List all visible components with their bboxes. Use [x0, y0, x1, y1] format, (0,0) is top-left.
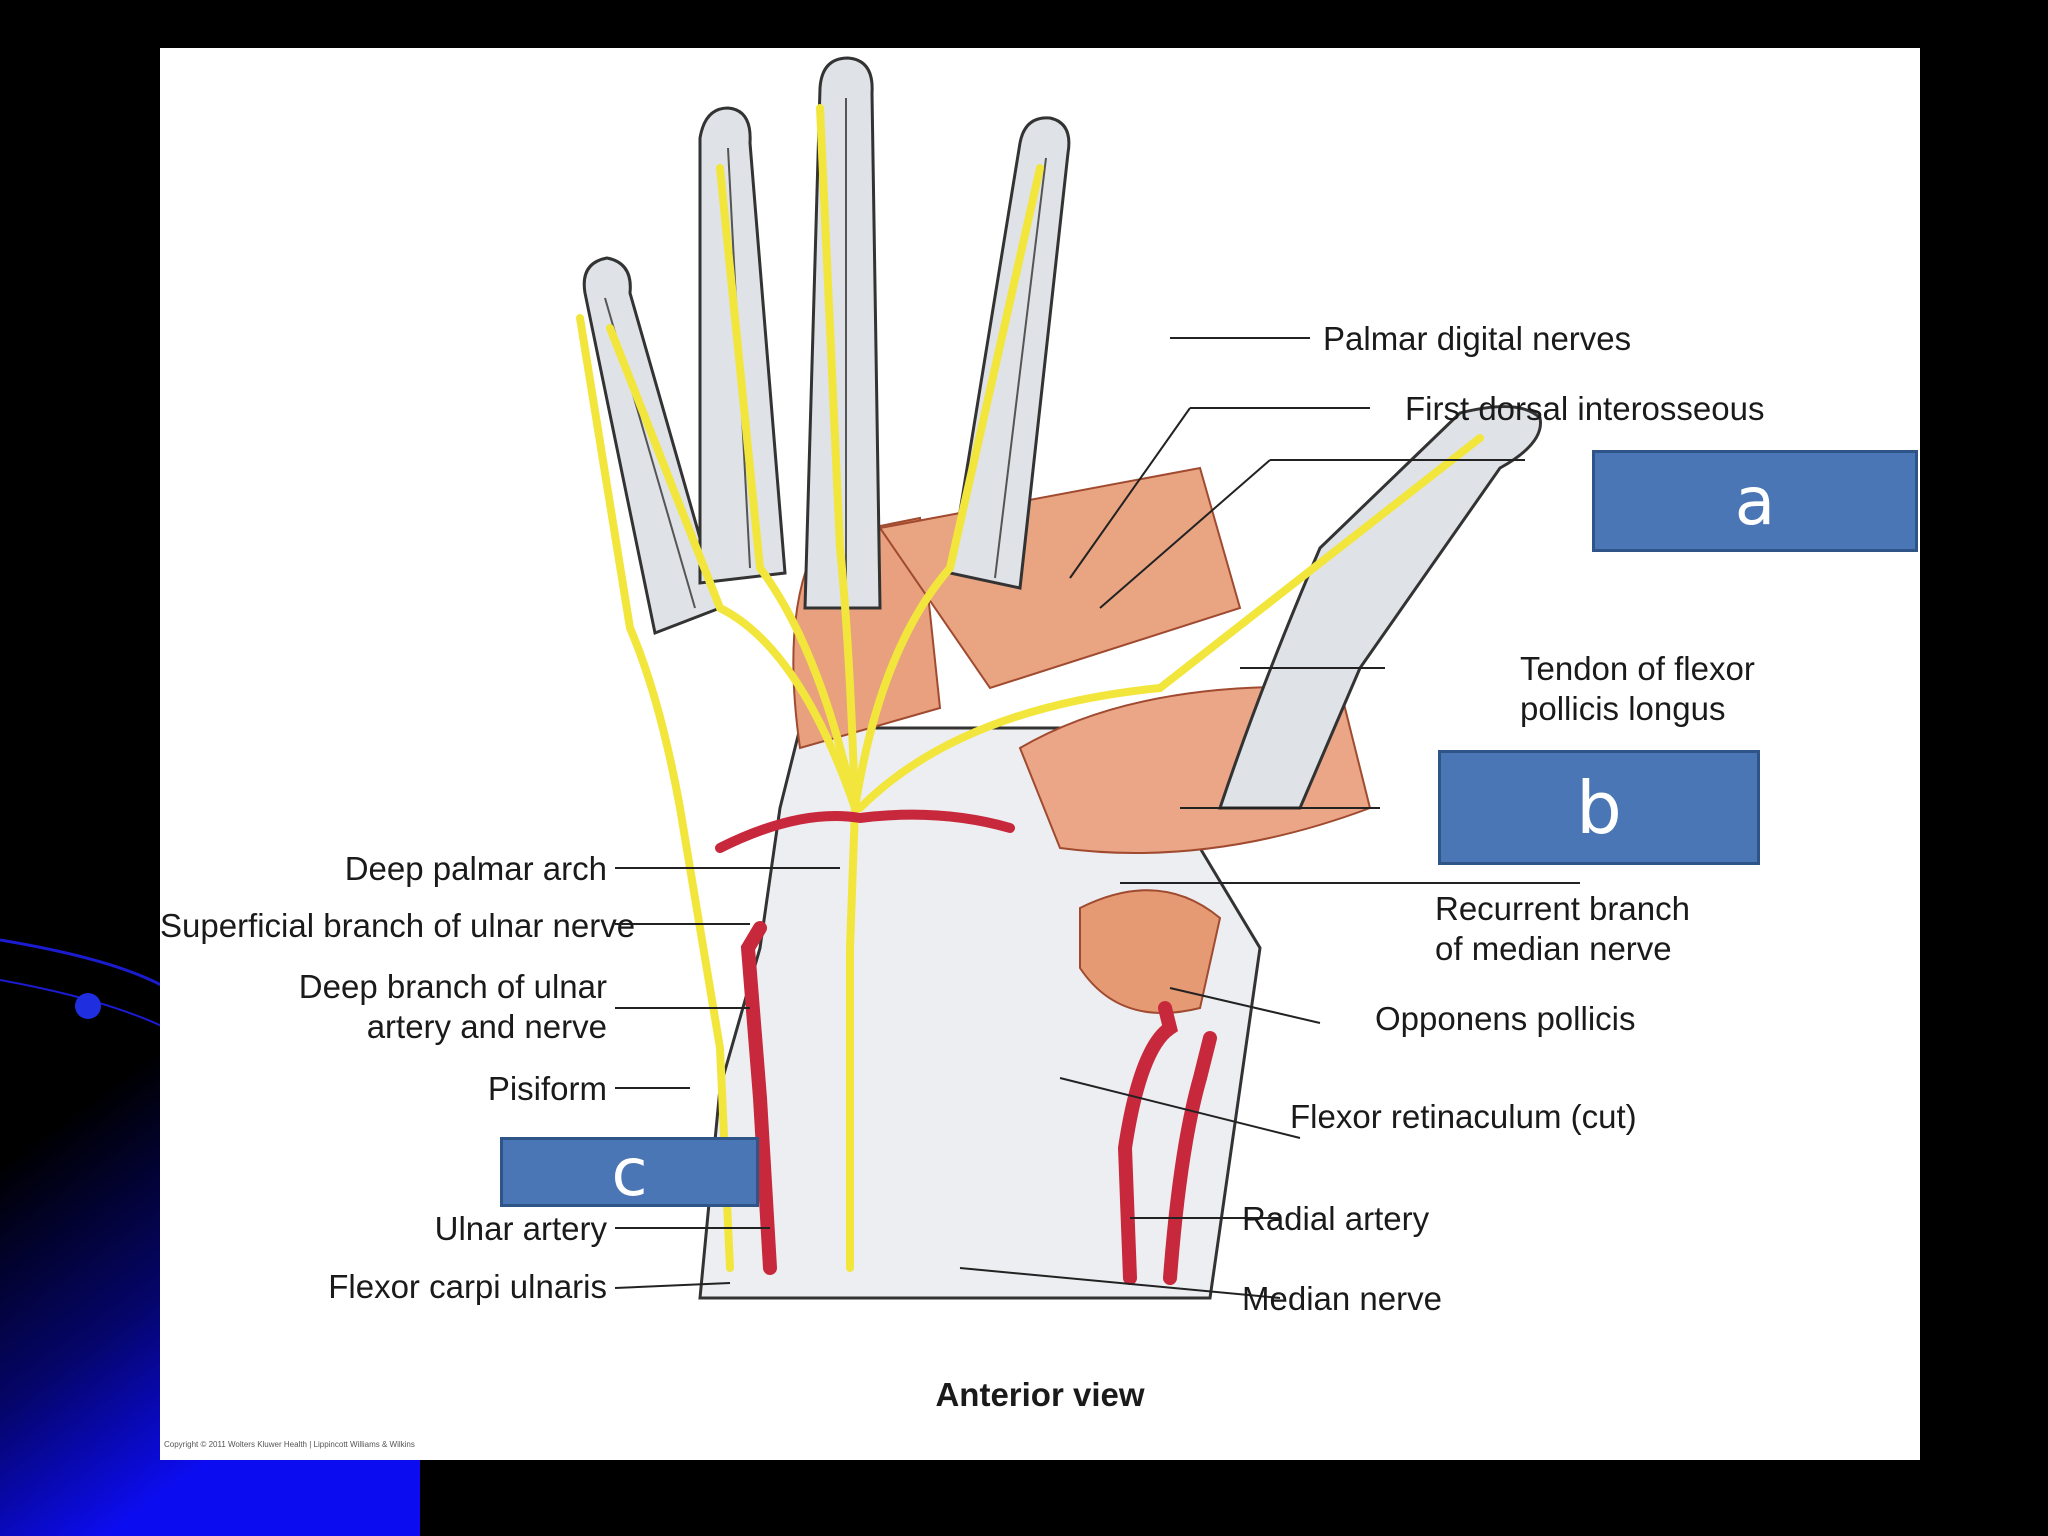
label-first-dorsal-interosseous: First dorsal interosseous — [1405, 390, 1765, 427]
label-deep-branch-1: Deep branch of ulnar — [298, 968, 607, 1005]
label-recurrent-branch-1: Recurrent branch — [1435, 890, 1690, 927]
thumb — [1217, 405, 1542, 810]
label-palmar-digital-nerves: Palmar digital nerves — [1323, 320, 1632, 357]
label-flexor-carpi-ulnaris: Flexor carpi ulnaris — [328, 1268, 607, 1305]
figure-caption: Anterior view — [935, 1376, 1145, 1413]
arteries — [715, 809, 1217, 1285]
bullet-dot — [75, 993, 101, 1019]
label-pisiform: Pisiform — [487, 1070, 607, 1107]
opponens-pollicis-muscle — [1079, 889, 1222, 1014]
label-radial-artery: Radial artery — [1242, 1200, 1430, 1237]
quiz-box-b[interactable]: b — [1438, 750, 1760, 865]
median-nerve-trunk — [846, 804, 859, 1272]
deep-palmar-arch-vessel — [715, 809, 1015, 853]
ulnar-artery-vessel — [740, 921, 777, 1275]
ring-finger — [698, 106, 787, 585]
label-opponens-pollicis: Opponens pollicis — [1375, 1000, 1636, 1037]
index-finger — [948, 116, 1071, 590]
label-tendon-flexor-1: Tendon of flexor — [1520, 650, 1755, 687]
copyright-notice: Copyright © 2011 Wolters Kluwer Health |… — [164, 1440, 415, 1449]
radial-artery-vessel — [1117, 1001, 1178, 1285]
label-flexor-retinaculum: Flexor retinaculum (cut) — [1290, 1098, 1637, 1135]
label-ulnar-artery: Ulnar artery — [434, 1210, 607, 1247]
label-deep-branch-2: artery and nerve — [366, 1008, 607, 1045]
label-median-nerve: Median nerve — [1242, 1280, 1442, 1317]
label-superficial-branch-ulnar: Superficial branch of ulnar nerve — [160, 907, 636, 944]
label-deep-palmar-arch: Deep palmar arch — [344, 850, 607, 887]
ulnar-nerve — [576, 314, 734, 1272]
hand-illustration — [576, 56, 1580, 1300]
quiz-box-c[interactable]: c — [500, 1134, 759, 1211]
fingers — [582, 56, 1542, 810]
nerves — [576, 104, 1484, 1272]
label-tendon-flexor-2: pollicis longus — [1520, 690, 1726, 727]
quiz-box-a[interactable]: a — [1592, 450, 1918, 552]
label-recurrent-branch-2: of median nerve — [1435, 930, 1672, 967]
